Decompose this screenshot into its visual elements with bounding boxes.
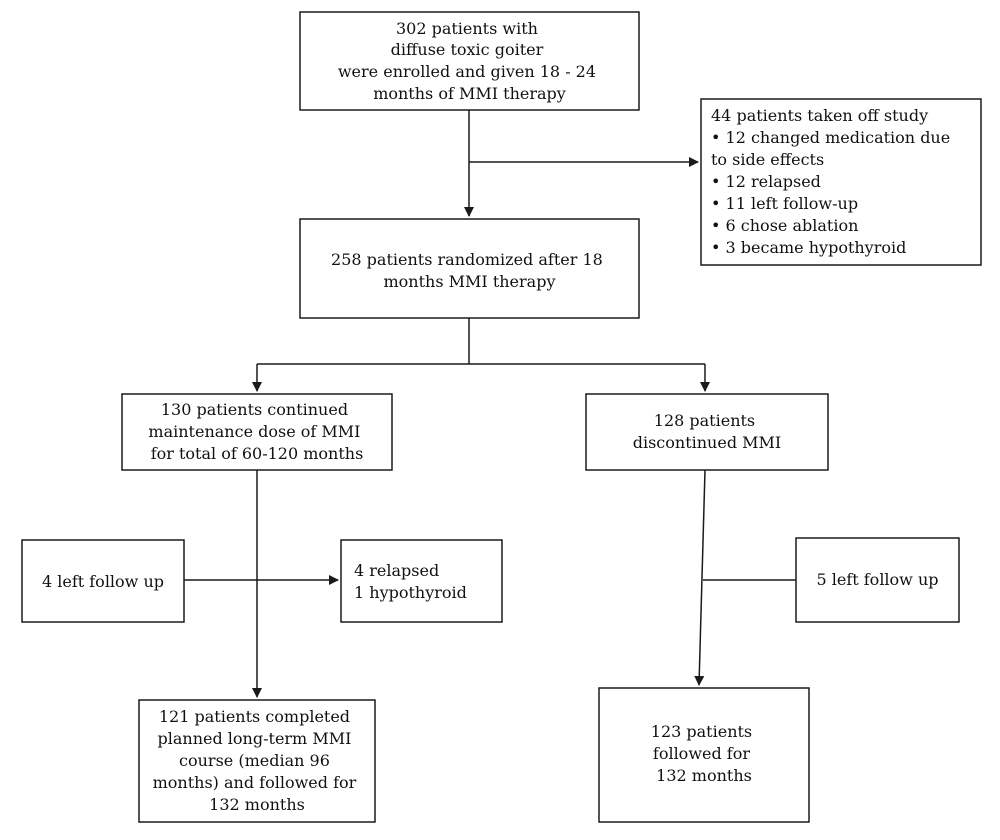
continued-line: maintenance dose of MMI: [148, 422, 360, 441]
randomized-line: months MMI therapy: [384, 272, 556, 291]
box-discontinued: 128 patients discontinued MMI: [585, 393, 829, 471]
off-study-line: • 6 chose ablation: [711, 216, 858, 235]
completed-b-line: 132 months: [656, 766, 752, 785]
box-randomized-text: 258 patients randomized after 18 months …: [331, 250, 608, 291]
completed-a-line: planned long-term MMI: [158, 729, 352, 748]
enrolled-line: were enrolled and given 18 - 24: [338, 62, 596, 81]
box-relapsed-a: 4 relapsed 1 hypothyroid: [340, 539, 503, 623]
box-continued-text: 130 patients continued maintenance dose …: [148, 400, 365, 463]
arrow-discontinued-to-completed: [694, 469, 706, 686]
enrolled-line: diffuse toxic goiter: [391, 40, 544, 59]
box-left-follow-up-a-text: 4 left follow up: [42, 572, 164, 591]
box-randomized: 258 patients randomized after 18 months …: [299, 218, 640, 319]
relapsed-a-line: 4 relapsed: [354, 561, 439, 580]
connectors: [184, 110, 796, 698]
relapsed-a-line: 1 hypothyroid: [354, 583, 467, 602]
left-follow-up-b-line: 5 left follow up: [816, 570, 938, 589]
box-completed-a-text: 121 patients completed planned long-term…: [153, 707, 362, 814]
box-off-study: 44 patients taken off study • 12 changed…: [700, 98, 982, 266]
left-follow-up-a-line: 4 left follow up: [42, 572, 164, 591]
off-study-line: • 11 left follow-up: [711, 194, 858, 213]
discontinued-line: discontinued MMI: [633, 433, 782, 452]
randomized-line: 258 patients randomized after 18: [331, 250, 603, 269]
completed-a-line: 121 patients completed: [159, 707, 350, 726]
continued-line: for total of 60-120 months: [151, 444, 364, 463]
enrolled-line: months of MMI therapy: [373, 84, 566, 103]
box-relapsed-a-text: 4 relapsed 1 hypothyroid: [354, 561, 467, 602]
off-study-line: • 12 relapsed: [711, 172, 821, 191]
box-completed-b-text: 123 patients followed for 132 months: [651, 722, 757, 785]
off-study-line: to side effects: [711, 150, 824, 169]
box-left-follow-up-b-text: 5 left follow up: [816, 570, 938, 589]
box-left-follow-up-a: 4 left follow up: [21, 539, 185, 623]
box-left-follow-up-b: 5 left follow up: [795, 537, 960, 623]
off-study-line: • 12 changed medication due: [711, 128, 950, 147]
box-enrolled-text: 302 patients with diffuse toxic goiter w…: [338, 19, 601, 103]
box-off-study-text: 44 patients taken off study • 12 changed…: [711, 106, 955, 257]
enrolled-line: 302 patients with: [396, 19, 538, 38]
completed-a-line: months) and followed for: [153, 773, 357, 792]
box-enrolled: 302 patients with diffuse toxic goiter w…: [299, 11, 640, 111]
continued-line: 130 patients continued: [161, 400, 348, 419]
box-discontinued-text: 128 patients discontinued MMI: [633, 411, 782, 452]
completed-b-line: 123 patients: [651, 722, 752, 741]
box-completed-b: 123 patients followed for 132 months: [598, 687, 810, 823]
off-study-line: 44 patients taken off study: [711, 106, 928, 125]
off-study-line: • 3 became hypothyroid: [711, 238, 906, 257]
discontinued-line: 128 patients: [654, 411, 755, 430]
completed-a-line: course (median 96: [179, 751, 330, 770]
box-continued: 130 patients continued maintenance dose …: [121, 393, 393, 471]
box-completed-a: 121 patients completed planned long-term…: [138, 699, 376, 823]
completed-b-line: followed for: [653, 744, 750, 763]
completed-a-line: 132 months: [209, 795, 305, 814]
